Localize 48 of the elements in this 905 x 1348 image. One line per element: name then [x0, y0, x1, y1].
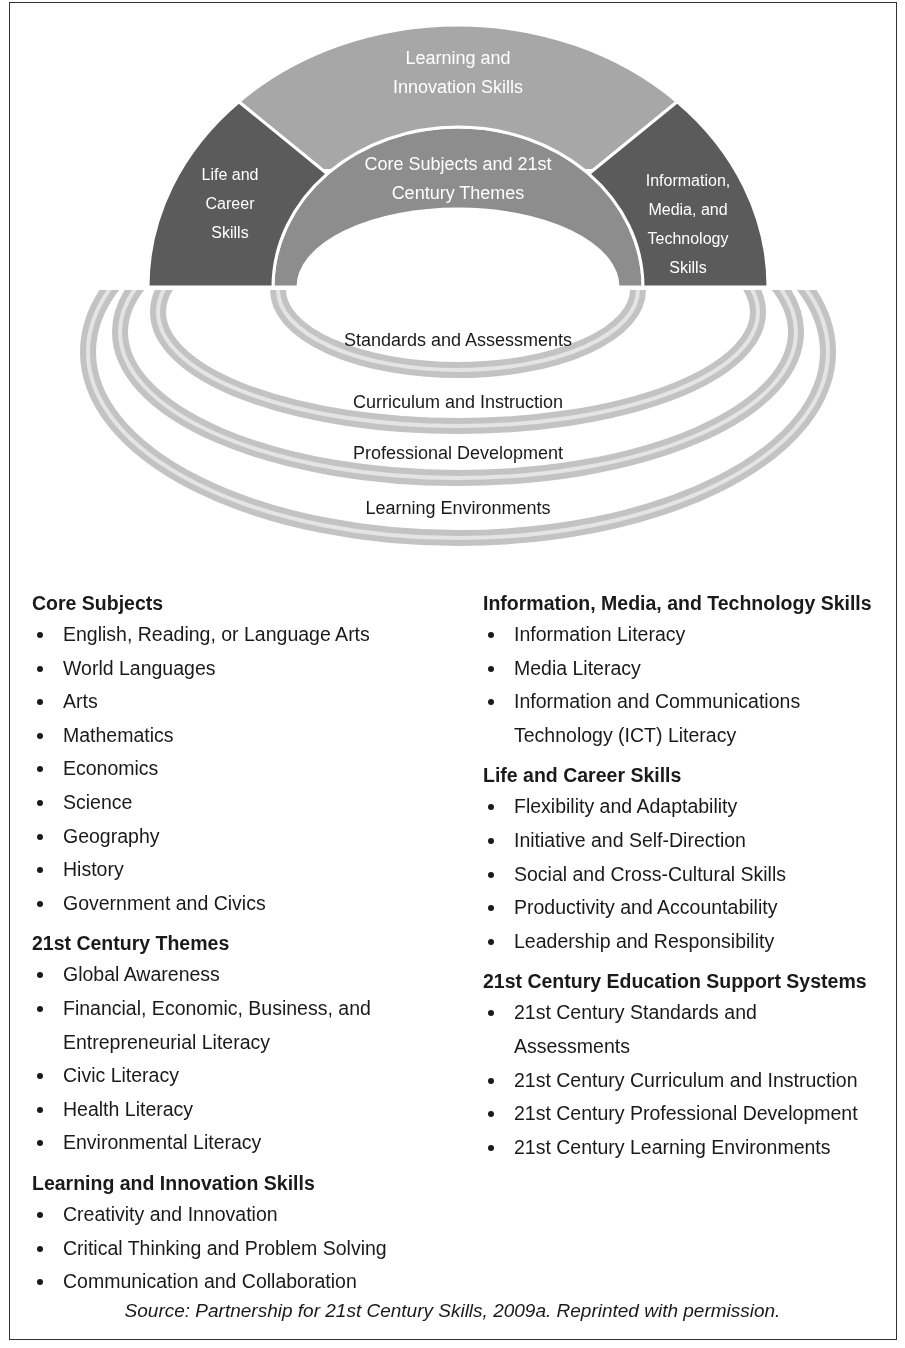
list-item: Arts [63, 690, 98, 713]
section-heading: Core Subjects [32, 591, 165, 616]
ring-band [269, 290, 647, 379]
list-item: Leadership and Responsibility [514, 929, 775, 952]
list-item: Communication and Collaboration [63, 1270, 357, 1293]
ring-band [79, 290, 837, 547]
list-item: Science [63, 790, 133, 813]
ring-label: Standards and Assessments [342, 329, 574, 352]
section-heading: Learning and Innovation Skills [32, 1170, 316, 1196]
list-item: Geography [63, 824, 160, 847]
list-item: Media Literacy [514, 656, 641, 679]
list-item: Critical Thinking and Problem Solving [63, 1236, 387, 1259]
section-heading: Life and Career Skills [483, 763, 683, 789]
list-item: Creativity and Innovation [63, 1202, 278, 1225]
section-heading: 21st Century Education Support Systems [483, 969, 868, 995]
list-item: Flexibility and Adaptability [514, 795, 738, 818]
segment-label: Core Subjects and 21st Century Themes [363, 153, 553, 205]
list-item: Government and Civics [63, 891, 266, 914]
list-item: 21st Century Professional Development [514, 1102, 858, 1125]
list-item: 21st Century Learning Environments [514, 1135, 831, 1158]
list-item: Global Awareness [63, 963, 220, 986]
list-item: Health Literacy [63, 1097, 194, 1120]
section-heading: 21st Century Themes [32, 931, 231, 957]
ring-label: Professional Development [351, 442, 565, 465]
ring-band [111, 290, 805, 487]
list-item: Productivity and Accountability [514, 896, 778, 919]
ring-label: Curriculum and Instruction [351, 391, 565, 414]
list-item: Economics [63, 757, 159, 780]
ring-band [149, 290, 767, 435]
segment-label: Information, Media, and Technology Skills [644, 171, 732, 278]
list-item: Social and Cross-Cultural Skills [514, 862, 786, 885]
segment-label: Life and Career Skills [200, 165, 260, 243]
list-item: 21st Century Curriculum and Instruction [514, 1068, 858, 1091]
list-item: English, Reading, or Language Arts [63, 623, 370, 645]
list-item: Initiative and Self-Direction [514, 828, 746, 851]
segment-label: Learning and Innovation Skills [391, 47, 525, 99]
list-item: World Languages [63, 656, 216, 679]
list-item: Financial, Economic, Business, and Entrepreneurial Literacy [63, 996, 371, 1053]
ring-label: Learning Environments [364, 497, 552, 520]
list-item: Environmental Literacy [63, 1131, 262, 1154]
list-item: Information and Communications Technology (ICT) Literacy [514, 690, 801, 746]
list-item: Information Literacy [514, 623, 686, 645]
list-item: 21st Century Standards and Assessments [514, 1001, 757, 1057]
list-item: Mathematics [63, 723, 174, 746]
section-heading: Information, Media, and Technology Skills [483, 591, 873, 616]
source-caption: Source: Partnership for 21st Century Skills, 2009a. Reprinted with permission. [123, 1299, 782, 1323]
list-item: Civic Literacy [63, 1064, 179, 1087]
list-item: History [63, 858, 124, 881]
